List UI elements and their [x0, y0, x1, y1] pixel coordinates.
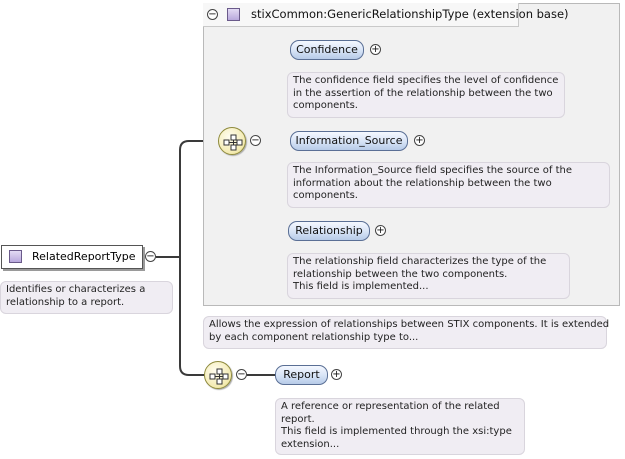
description-line: components. — [293, 190, 358, 201]
element-report[interactable]: Report — [275, 365, 328, 385]
root-element-box[interactable] — [1, 245, 143, 269]
description-line: relationship between the two components. — [293, 268, 508, 280]
description-line: This field is implemented... — [293, 281, 429, 292]
root-element-label: RelatedReportType — [32, 250, 136, 263]
root-collapse-toggle[interactable]: − — [145, 251, 156, 262]
outer-sequence-collapse-toggle[interactable]: − — [236, 369, 247, 380]
description-line: components. — [293, 100, 358, 111]
extension-collapse-toggle[interactable]: − — [207, 9, 218, 20]
description-line: A reference or representation of the rel… — [281, 401, 500, 412]
description-line: information about the relationship betwe… — [293, 177, 552, 189]
complex-type-icon — [227, 8, 240, 21]
report-description: A reference or representation of the rel… — [275, 398, 525, 455]
description-line: extension... — [281, 438, 340, 450]
information-source-description: The Information_Source field specifies t… — [287, 162, 610, 208]
extension-header — [203, 3, 519, 27]
information-source-expand-toggle[interactable]: + — [414, 135, 425, 146]
sequence-glyph-icon — [223, 134, 243, 151]
description-line: Allows the expression of relationships b… — [209, 319, 610, 330]
description-line: relationship to a report. — [6, 296, 125, 308]
description-line: This field is implemented through the xs… — [281, 426, 512, 437]
confidence-expand-toggle[interactable]: + — [370, 44, 381, 55]
description-line: Identifies or characterizes a — [6, 284, 146, 295]
element-confidence[interactable]: Confidence — [290, 40, 364, 60]
inner-sequence-icon[interactable] — [218, 127, 246, 155]
description-line: The relationship field characterizes the… — [293, 256, 547, 267]
description-line: by each component relationship type to..… — [209, 331, 419, 343]
root-description: Identifies or characterizes a relationsh… — [0, 281, 173, 314]
relationship-expand-toggle[interactable]: + — [375, 225, 386, 236]
inner-sequence-collapse-toggle[interactable]: − — [250, 135, 261, 146]
report-expand-toggle[interactable]: + — [331, 369, 342, 380]
description-line: report. — [281, 413, 315, 425]
root-type-icon — [9, 250, 22, 263]
relationship-description: The relationship field characterizes the… — [287, 253, 570, 299]
description-line: in the assertion of the relationship bet… — [293, 87, 553, 99]
outer-sequence-icon[interactable] — [204, 361, 232, 389]
confidence-description: The confidence field specifies the level… — [287, 72, 565, 118]
description-line: The confidence field specifies the level… — [293, 75, 559, 86]
element-relationship[interactable]: Relationship — [288, 221, 370, 241]
sequence-glyph-icon — [209, 368, 229, 385]
element-information-source[interactable]: Information_Source — [290, 131, 408, 151]
description-line: The Information_Source field specifies t… — [293, 165, 572, 176]
extension-title: stixCommon:GenericRelationshipType (exte… — [251, 7, 569, 21]
extension-description: Allows the expression of relationships b… — [203, 316, 610, 349]
